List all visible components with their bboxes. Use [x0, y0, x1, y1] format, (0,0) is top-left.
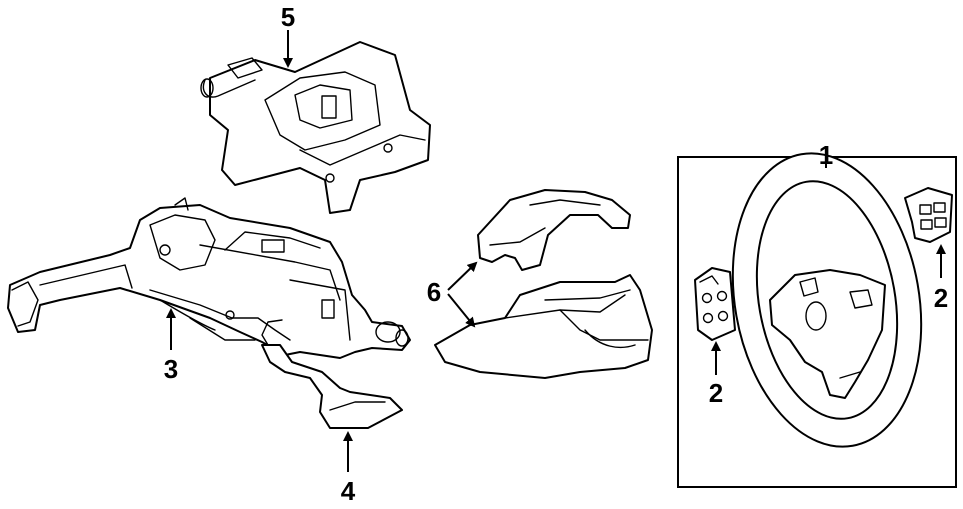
part-2-switch-left: [694, 267, 736, 341]
leader-6a: [447, 261, 478, 291]
callout-4: 4: [341, 476, 356, 506]
part-6-upper-cover: [477, 189, 631, 271]
callout-2-right: 2: [934, 283, 948, 313]
part-4-column-bracket: [261, 319, 403, 429]
callout-2-left: 2: [709, 378, 723, 408]
part-6-lower-cover: [434, 274, 653, 379]
callout-3: 3: [164, 354, 178, 384]
callout-6: 6: [427, 277, 441, 307]
callout-1: 1: [819, 140, 833, 170]
part-1-steering-wheel: [731, 152, 923, 448]
leader-lines: [166, 30, 946, 472]
part-5-column-support: [200, 41, 431, 214]
leader-6b: [447, 293, 476, 328]
part-2-switch-right: [904, 187, 953, 243]
part-3-steering-column: [7, 197, 411, 359]
callout-5: 5: [281, 2, 295, 32]
